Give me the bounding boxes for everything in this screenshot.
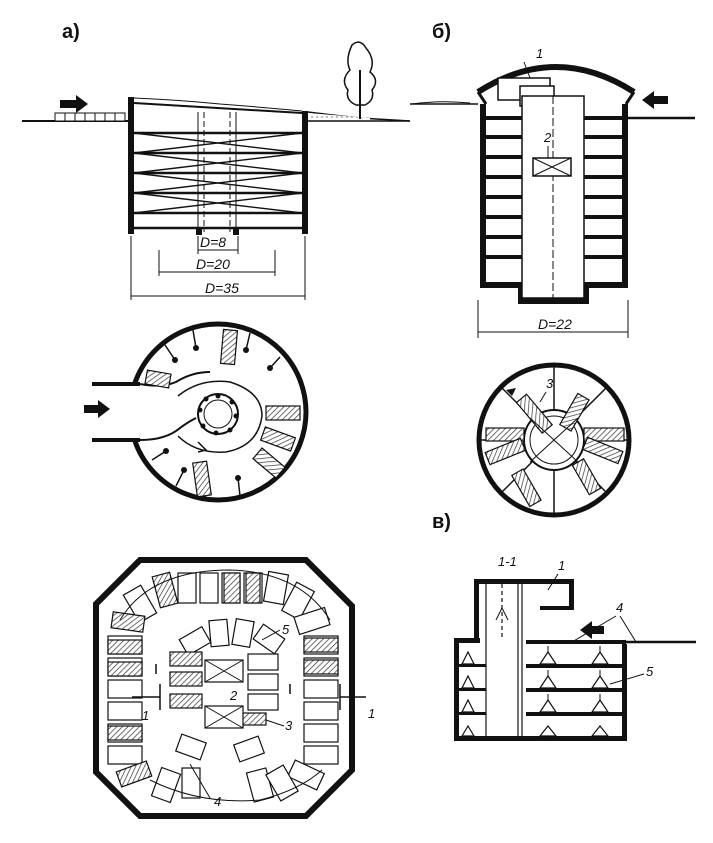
dim-d20: D=20 — [196, 256, 230, 272]
panel-b-section: б) — [410, 21, 695, 338]
core-columns — [197, 112, 237, 232]
plan-entry-arrow-icon — [84, 400, 110, 418]
label-plan-3: 3 — [285, 718, 293, 733]
label-plan-5: 5 — [282, 622, 290, 637]
entry-ramp-blocks — [54, 112, 126, 122]
stalls-inner — [174, 617, 286, 763]
tree-icon — [343, 41, 377, 119]
dim-d35: D=35 — [205, 280, 239, 296]
panel-c-section: в) 1-1 — [432, 511, 696, 741]
panel-c-letter: в) — [432, 511, 451, 533]
panel-a-plan — [84, 321, 309, 503]
c-levels — [458, 664, 622, 716]
label-c-5: 5 — [646, 664, 654, 679]
panel-b-letter: б) — [432, 21, 451, 43]
label-b-1: 1 — [536, 46, 543, 61]
entry-arrow-icon — [60, 95, 88, 113]
storage-floor-slabs — [486, 116, 622, 259]
panel-b-plan: 3 — [476, 362, 632, 518]
label-plan-2: 2 — [229, 688, 238, 703]
label-plan-1-right: 1 — [368, 706, 375, 721]
helical-ramp-slabs — [133, 131, 303, 230]
dim-d22: D=22 — [538, 316, 572, 332]
octagonal-garage-plan: 1 1 2 3 4 5 — [93, 557, 375, 819]
b-parked-cars — [484, 392, 625, 508]
label-b-2: 2 — [543, 130, 552, 145]
dim-d8: D=8 — [200, 234, 226, 250]
label-plan-4: 4 — [214, 794, 221, 809]
section-label: 1-1 — [498, 554, 517, 569]
label-plan-1-left: 1 — [142, 708, 149, 723]
b-exit-arrow-icon — [506, 388, 516, 396]
parked-cars — [144, 328, 301, 498]
panel-a-section: а) — [22, 21, 411, 300]
label-b-3: 3 — [546, 376, 554, 391]
dimension-lines — [130, 236, 306, 300]
label-c-1: 1 — [558, 558, 565, 573]
entry-arrow-b-icon — [642, 91, 668, 109]
label-c-4: 4 — [616, 600, 623, 615]
panel-a-letter: а) — [62, 21, 80, 43]
c-car-symbols — [460, 650, 610, 737]
